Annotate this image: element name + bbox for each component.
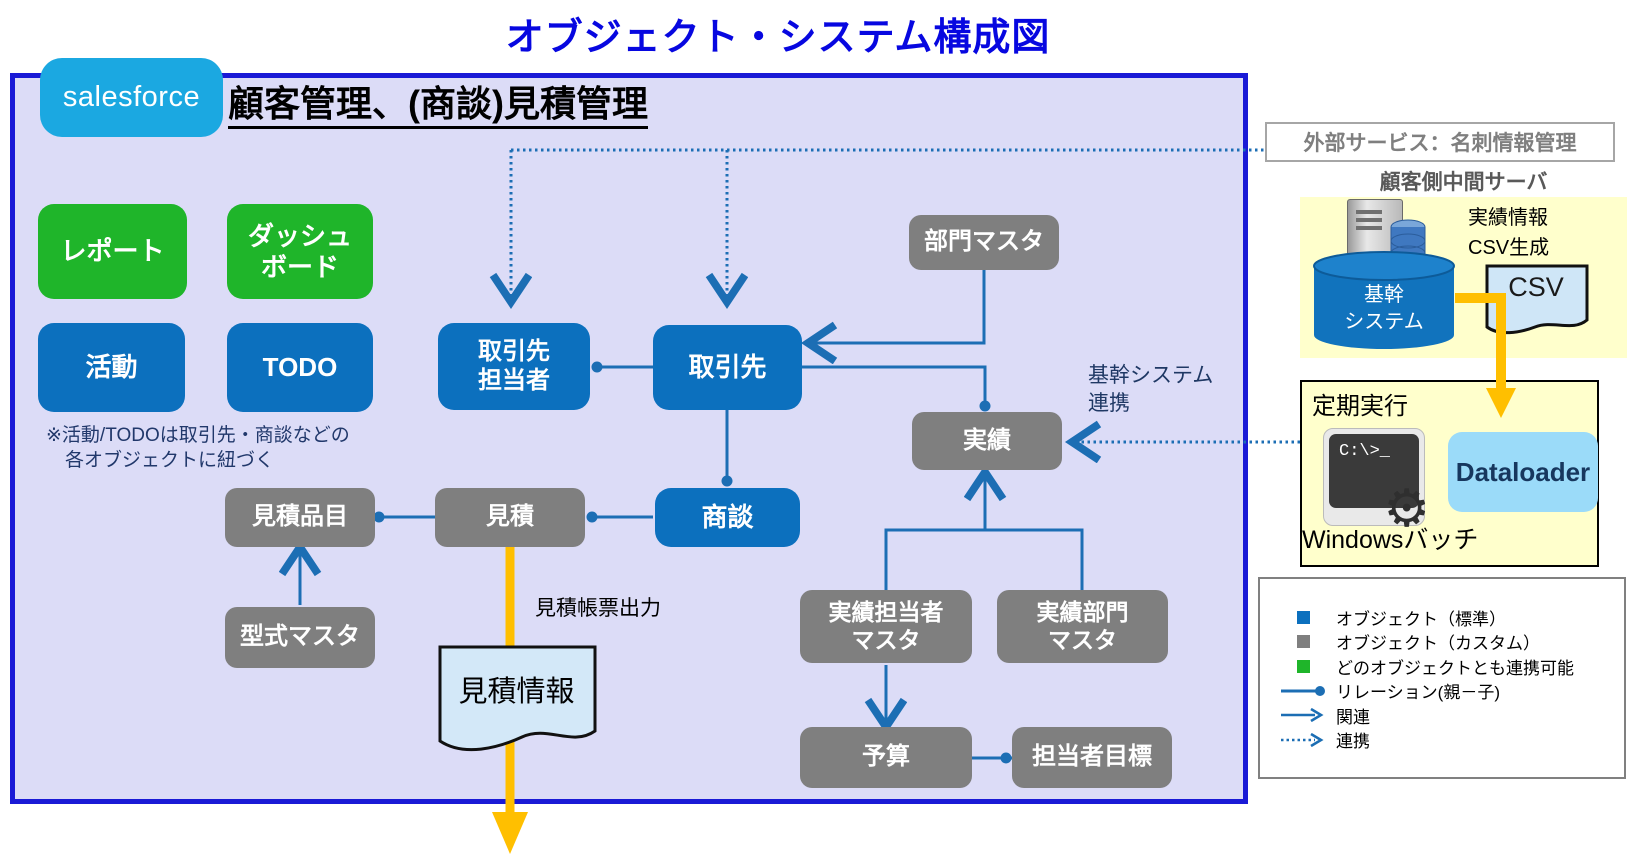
activity-note: ※活動/TODOは取引先・商談などの 各オブジェクトに紐づく (46, 425, 350, 471)
node-results-dept-master: 実績部門 マスタ (997, 590, 1168, 663)
node-report: レポート (38, 204, 187, 299)
node-model-master: 型式マスタ (225, 607, 375, 668)
dataloader-box: Dataloader (1448, 432, 1598, 512)
node-person-target: 担当者目標 (1012, 727, 1172, 788)
link-dotted-arrow-icon (1278, 732, 1328, 747)
windows-batch-label: Windowsバッチ (1302, 526, 1479, 554)
quote-output-label: 見積帳票出力 (535, 597, 661, 620)
custom-object-swatch-icon (1278, 635, 1328, 649)
core-system-link-label: 基幹システム 連携 (1088, 364, 1214, 416)
command-prompt-icon: C:\>_ ⚙ (1323, 428, 1430, 535)
quote-document-label: 見積情報 (458, 676, 575, 708)
node-quote: 見積 (435, 488, 585, 547)
section-header: 顧客管理、(商談)見積管理 (228, 84, 648, 129)
csv-generate-label: 実績情報 CSV生成 (1468, 207, 1550, 259)
periodic-run-label: 定期実行 (1312, 393, 1408, 420)
node-budget: 予算 (800, 727, 972, 788)
legend-item-linkable: どのオブジェクトとも連携可能 (1260, 654, 1624, 679)
node-dept-master: 部門マスタ (909, 215, 1059, 270)
middle-server-title: 顧客側中間サーバ (1379, 171, 1548, 194)
salesforce-logo: salesforce (40, 58, 223, 137)
node-account: 取引先 (653, 325, 802, 410)
node-todo: TODO (227, 323, 373, 412)
legend: オブジェクト（標準） オブジェクト（カスタム） どのオブジェクトとも連携可能 リ… (1258, 577, 1626, 779)
node-results: 実績 (912, 412, 1062, 470)
node-quote-item: 見積品目 (225, 488, 375, 547)
standard-object-swatch-icon (1278, 610, 1328, 624)
legend-item-link: 連携 (1260, 728, 1624, 753)
node-opportunity: 商談 (655, 488, 800, 547)
node-activity: 活動 (38, 323, 185, 412)
quote-document (438, 645, 597, 752)
node-dashboard: ダッシュ ボード (227, 204, 373, 299)
node-results-person-master: 実績担当者 マスタ (800, 590, 972, 663)
core-system-cylinder (1313, 251, 1455, 349)
legend-item-custom: オブジェクト（カスタム） (1260, 630, 1624, 655)
external-service-box: 外部サービス：名刺情報管理 (1265, 122, 1615, 162)
core-system-label: 基幹 システム (1344, 284, 1424, 333)
relation-line-icon (1278, 684, 1328, 698)
legend-item-relation: リレーション(親－子) (1260, 679, 1624, 704)
command-prompt-text: C:\>_ (1329, 434, 1419, 508)
page-title: オブジェクト・システム構成図 (505, 17, 1051, 59)
legend-item-association: 関連 (1260, 703, 1624, 728)
csv-document-label: CSV (1508, 272, 1564, 302)
legend-item-standard: オブジェクト（標準） (1260, 605, 1624, 630)
association-arrow-icon (1278, 708, 1328, 723)
linkable-object-swatch-icon (1278, 659, 1328, 673)
node-contact: 取引先 担当者 (438, 323, 590, 410)
gear-icon: ⚙ (1383, 480, 1430, 538)
